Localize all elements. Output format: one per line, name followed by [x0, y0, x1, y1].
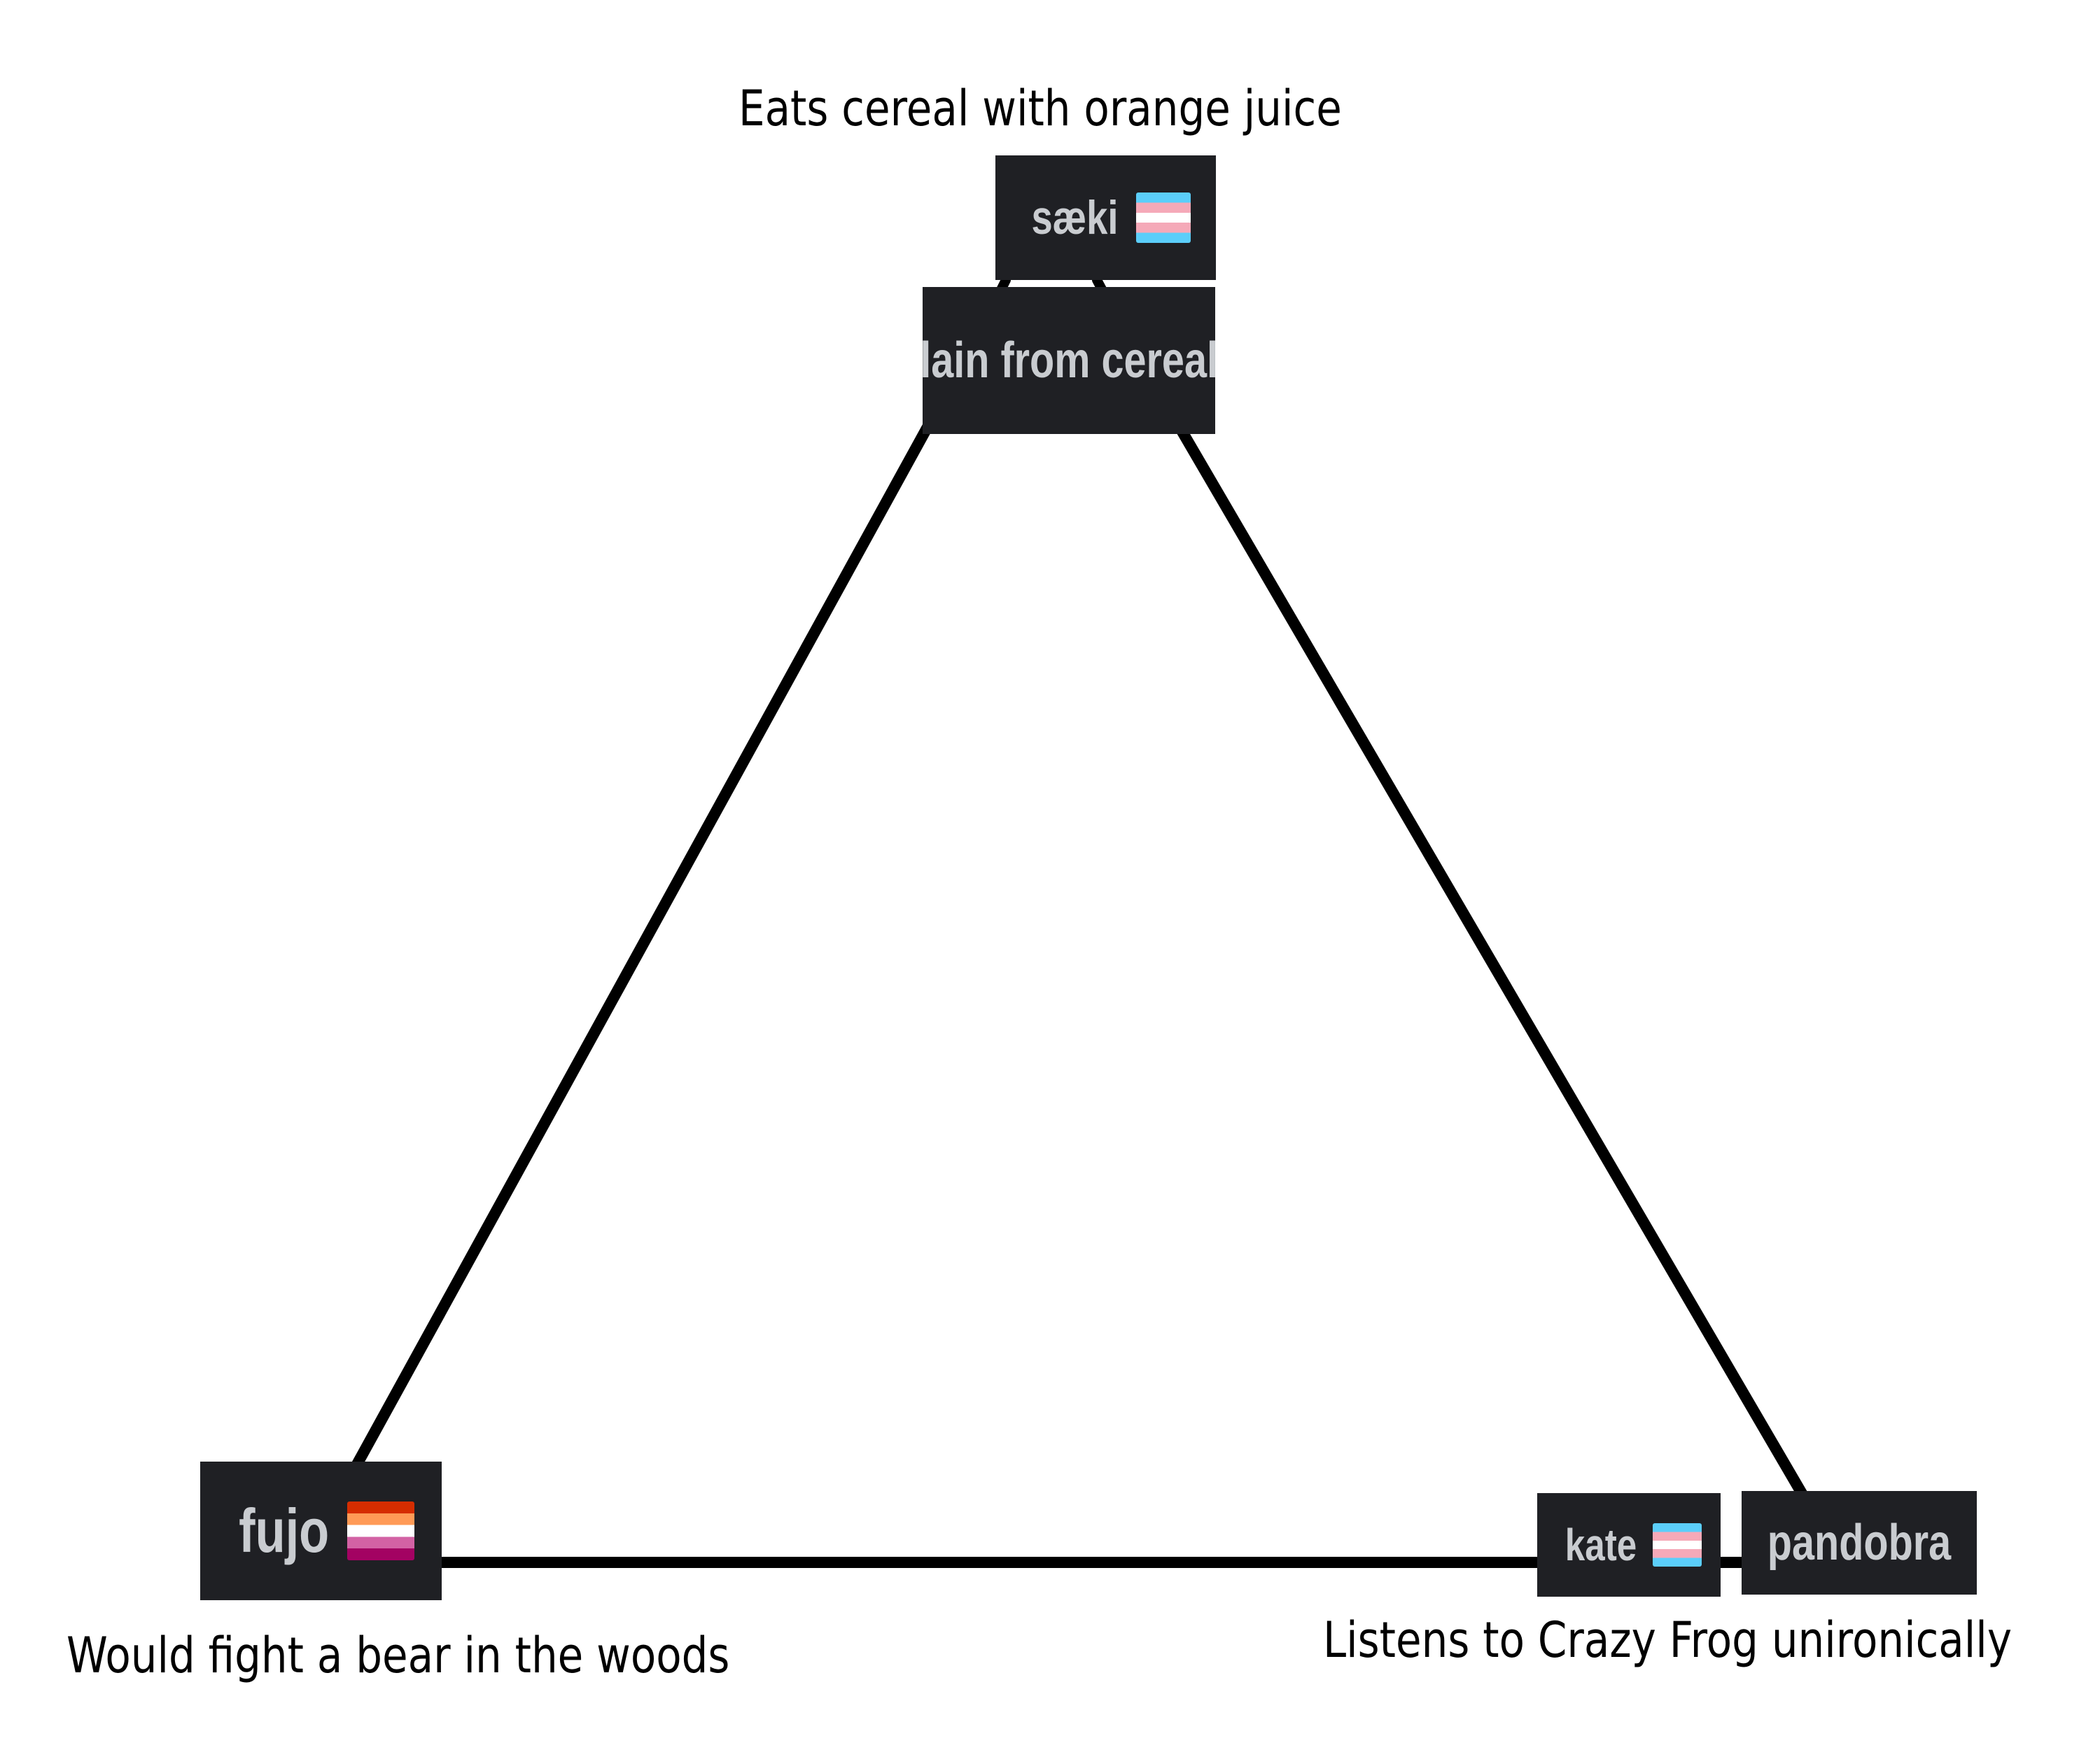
node-fujo-label: fujo: [238, 1496, 329, 1565]
node-pandobra: pandobra: [1742, 1491, 1977, 1595]
caption-bottom-right: Listens to Crazy Frog unironically: [1323, 1611, 2012, 1669]
node-saeki: sæki: [995, 155, 1216, 280]
edge-lain-pandobra: [1174, 421, 1808, 1500]
caption-bottom-left: Would fight a bear in the woods: [66, 1627, 730, 1684]
node-pandobra-label: pandobra: [1767, 1515, 1952, 1571]
edge-lain-fujo: [344, 421, 933, 1483]
node-saeki-label: sæki: [1031, 191, 1119, 244]
lesbian-flag-icon: [347, 1502, 415, 1560]
node-lain: lain from cereal: [923, 287, 1215, 434]
node-lain-label: lain from cereal: [923, 332, 1215, 388]
caption-top: Eats cereal with orange juice: [738, 80, 1342, 137]
node-fujo: fujo: [200, 1462, 442, 1600]
node-kate: kate: [1537, 1493, 1721, 1597]
trans-flag-icon: [1136, 192, 1191, 243]
node-kate-label: kate: [1564, 1520, 1637, 1570]
trans-flag-icon: [1653, 1523, 1702, 1567]
